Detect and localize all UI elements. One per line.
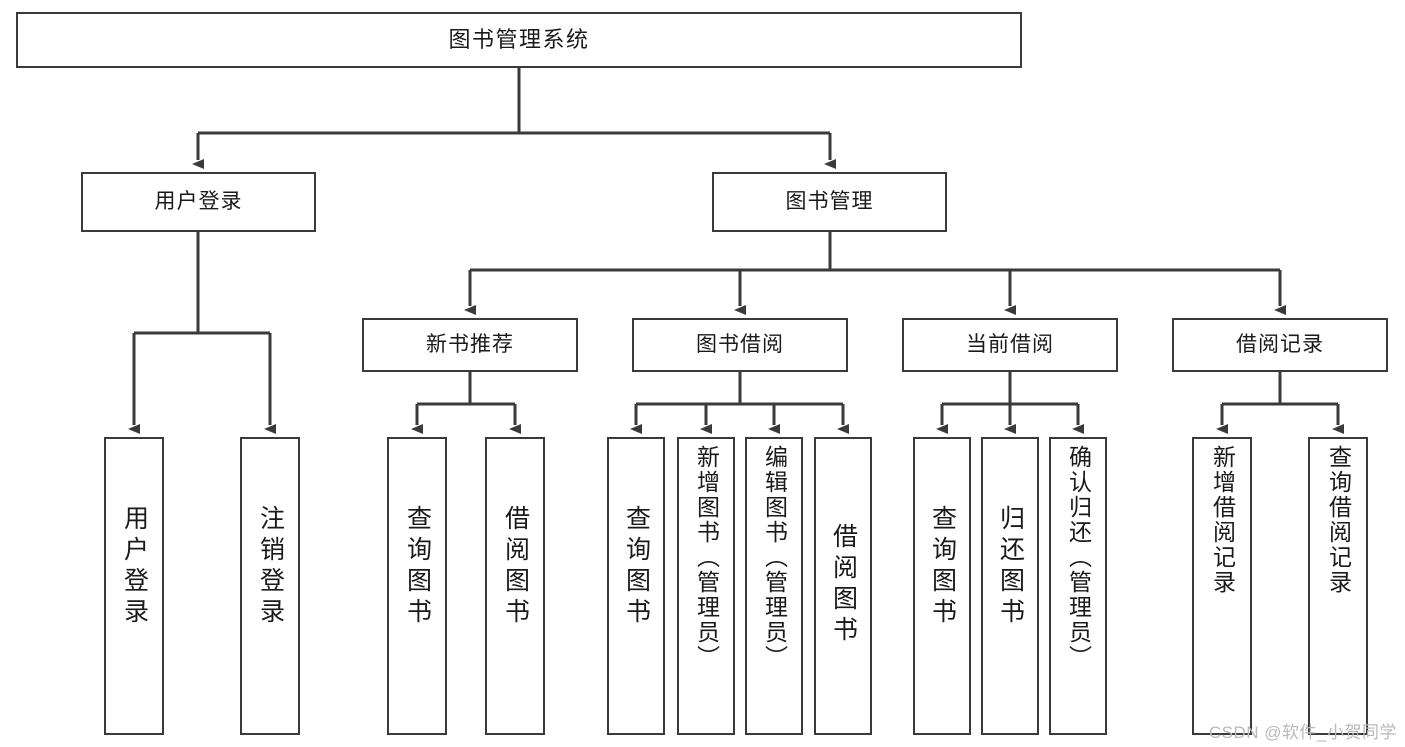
leaf-return-book[interactable]: 归还图书 <box>981 437 1039 735</box>
node-label: 图书管理系统 <box>448 27 590 53</box>
node-label: 用户登录 <box>154 189 243 213</box>
node-label: 新书推荐 <box>426 332 514 356</box>
leaf-query-borrow-record[interactable]: 查询借阅记录 <box>1308 437 1368 735</box>
node-label: 新增图书（管理员） <box>693 445 720 670</box>
node-label: 当前借阅 <box>966 332 1054 356</box>
leaf-user-login[interactable]: 用户登录 <box>104 437 164 735</box>
node-label: 注销登录 <box>256 505 285 629</box>
node-label: 查询图书 <box>403 505 432 629</box>
leaf-logout-login[interactable]: 注销登录 <box>240 437 300 735</box>
node-label: 新增借阅记录 <box>1209 445 1236 595</box>
leaf-borrow-book[interactable]: 借阅图书 <box>814 437 872 735</box>
node-current-borrow[interactable]: 当前借阅 <box>902 318 1118 372</box>
node-label: 确认归还（管理员） <box>1065 445 1092 670</box>
node-label: 借阅记录 <box>1236 332 1324 356</box>
leaf-add-book-admin[interactable]: 新增图书（管理员） <box>677 437 735 735</box>
node-label: 借阅图书 <box>829 523 858 647</box>
leaf-query-book-current[interactable]: 查询图书 <box>913 437 971 735</box>
node-label: 归还图书 <box>996 505 1025 629</box>
leaf-query-book-borrow[interactable]: 查询图书 <box>607 437 665 735</box>
leaf-add-borrow-record[interactable]: 新增借阅记录 <box>1192 437 1252 735</box>
node-root-system[interactable]: 图书管理系统 <box>16 12 1022 68</box>
leaf-borrow-book-recommend[interactable]: 借阅图书 <box>485 437 545 735</box>
node-label: 编辑图书（管理员） <box>761 445 788 670</box>
leaf-confirm-return-admin[interactable]: 确认归还（管理员） <box>1049 437 1107 735</box>
node-book-management[interactable]: 图书管理 <box>712 172 947 232</box>
node-new-book-recommend[interactable]: 新书推荐 <box>362 318 578 372</box>
leaf-edit-book-admin[interactable]: 编辑图书（管理员） <box>745 437 803 735</box>
node-borrow-record[interactable]: 借阅记录 <box>1172 318 1388 372</box>
node-label: 图书管理 <box>785 189 874 213</box>
node-label: 借阅图书 <box>501 505 530 629</box>
node-user-login[interactable]: 用户登录 <box>81 172 316 232</box>
node-label: 用户登录 <box>120 505 149 629</box>
node-label: 图书借阅 <box>696 332 784 356</box>
node-label: 查询图书 <box>622 505 651 629</box>
node-book-borrow[interactable]: 图书借阅 <box>632 318 848 372</box>
leaf-query-book-recommend[interactable]: 查询图书 <box>387 437 447 735</box>
node-label: 查询借阅记录 <box>1325 445 1352 595</box>
node-label: 查询图书 <box>928 505 957 629</box>
